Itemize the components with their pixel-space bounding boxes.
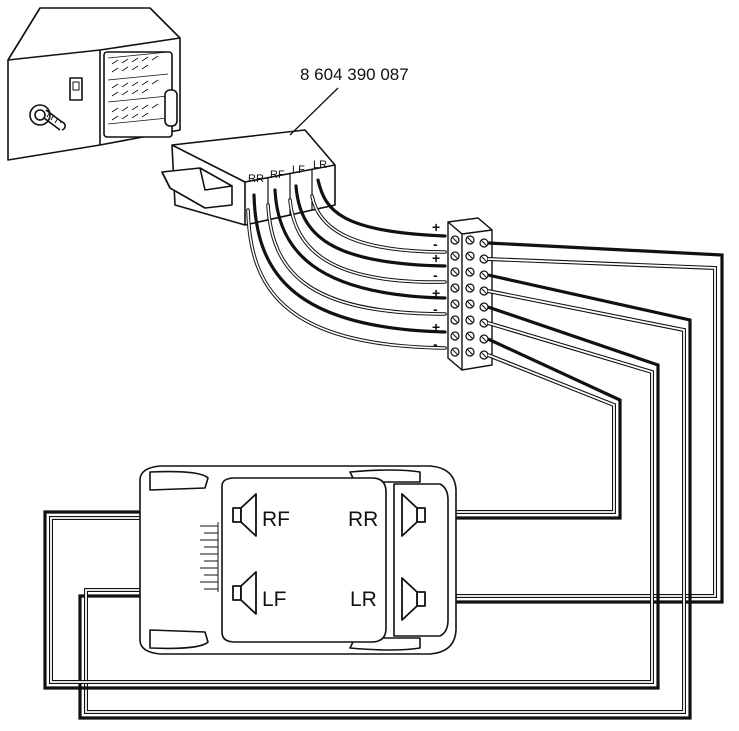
speaker-label-lr: LR xyxy=(350,588,377,611)
radio-head-unit xyxy=(7,7,181,161)
car-top-view xyxy=(139,465,457,655)
polarity-mark: + xyxy=(432,319,440,335)
part-number-label: 8 604 390 087 xyxy=(300,65,409,84)
polarity-mark: + xyxy=(432,219,440,235)
speaker-label-rf: RF xyxy=(262,508,290,531)
part-number-leader xyxy=(289,87,339,136)
polarity-mark: - xyxy=(433,301,438,317)
polarity-mark: + xyxy=(432,285,440,301)
connector-channel-label: RR xyxy=(248,173,264,185)
speaker-right-rear xyxy=(401,493,426,537)
polarity-mark: - xyxy=(433,336,438,352)
speaker-label-rr: RR xyxy=(348,508,378,531)
adapter-connector xyxy=(161,129,336,226)
polarity-mark: - xyxy=(433,236,438,252)
connector-channel-label: LF xyxy=(292,164,305,176)
speaker-left-rear xyxy=(401,577,426,621)
terminal-block xyxy=(447,217,493,371)
speaker-right-front xyxy=(232,493,257,537)
adapter-wires xyxy=(246,178,447,350)
polarity-mark: + xyxy=(432,250,440,266)
polarity-mark: - xyxy=(433,267,438,283)
speaker-wires xyxy=(43,241,724,720)
speaker-label-lf: LF xyxy=(262,588,287,611)
connector-channel-label: LR xyxy=(313,159,327,171)
speaker-left-front xyxy=(232,571,257,615)
connector-channel-label: RF xyxy=(270,169,285,181)
